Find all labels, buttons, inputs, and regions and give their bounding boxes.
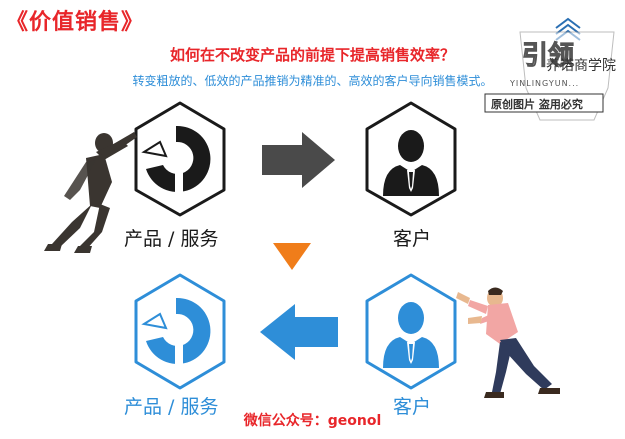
watermark-pinyin: YINLINGYUN... bbox=[509, 79, 579, 88]
pushing-man-illustration bbox=[456, 287, 560, 398]
customer-node-top bbox=[365, 101, 457, 217]
person-icon bbox=[383, 130, 439, 196]
arrow-down-icon bbox=[273, 243, 311, 270]
donut-chart-icon bbox=[141, 125, 211, 194]
watermark-copyright: 原创图片 盗用必究 bbox=[491, 97, 583, 111]
pushing-man-illustration bbox=[44, 132, 137, 253]
watermark-school-name: 养诺商学院 bbox=[546, 58, 616, 74]
product-label-top: 产品 / 服务 bbox=[124, 228, 219, 250]
watermark-text: 引领 bbox=[522, 40, 574, 71]
customer-label-bottom: 客户 bbox=[393, 396, 432, 418]
product-node-bottom bbox=[134, 273, 226, 390]
watermark: 引领 养诺商学院 YINLINGYUN... 原创图片 盗用必究 bbox=[484, 17, 616, 121]
donut-chart-icon bbox=[141, 297, 211, 366]
customer-node-bottom bbox=[365, 273, 457, 390]
product-label-bottom: 产品 / 服务 bbox=[124, 396, 219, 418]
arrow-left-icon bbox=[260, 304, 338, 360]
footer-wechat: 微信公众号：geonol bbox=[243, 413, 382, 429]
arrow-right-icon bbox=[262, 132, 335, 188]
description: 转变粗放的、低效的产品推销为精准的、高效的客户导向销售模式。 bbox=[132, 74, 493, 88]
customer-label-top: 客户 bbox=[393, 228, 432, 250]
page-title: 《价值销售》 bbox=[6, 10, 145, 35]
person-icon bbox=[383, 302, 439, 368]
subtitle: 如何在不改变产品的前提下提高销售效率？ bbox=[169, 46, 455, 64]
product-node-top bbox=[134, 101, 226, 217]
